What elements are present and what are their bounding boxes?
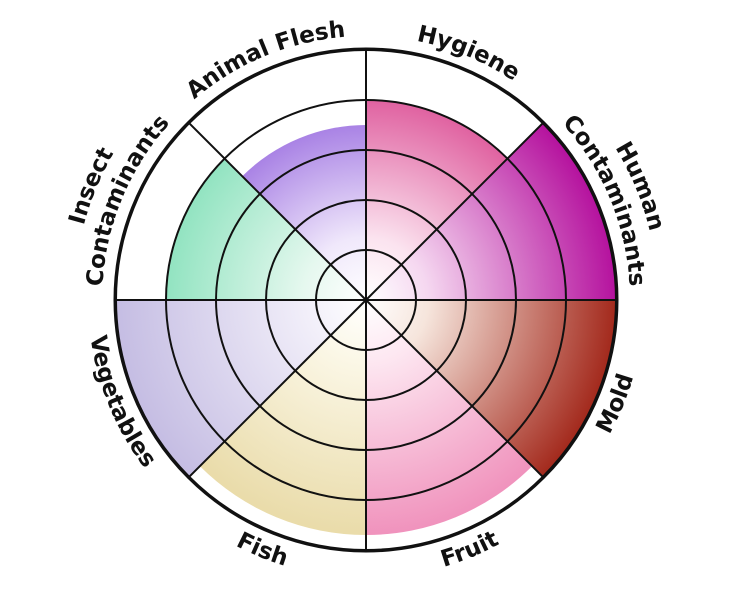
segment-animal-flesh — [242, 125, 366, 300]
grid-spoke — [188, 122, 367, 301]
category-label-fruit: Fruit — [438, 526, 503, 573]
outer-border — [113, 47, 619, 553]
segment-fish — [199, 300, 366, 535]
category-label-hygiene: Hygiene — [415, 21, 525, 86]
category-label-animal-flesh: Animal Flesh — [182, 17, 347, 104]
segment-mold — [366, 300, 616, 477]
segment-human-contaminants — [366, 123, 616, 300]
grid-spoke — [365, 122, 544, 301]
segment-vegetables — [116, 300, 366, 477]
grid-spoke — [188, 299, 367, 478]
category-label-fish: Fish — [233, 528, 292, 572]
segment-insect-contaminants — [166, 158, 366, 300]
segment-fruit — [366, 300, 533, 535]
grid-layer — [113, 47, 619, 553]
grid-spoke — [365, 299, 544, 478]
segment-hygiene — [366, 100, 508, 300]
segments-layer — [116, 100, 616, 535]
